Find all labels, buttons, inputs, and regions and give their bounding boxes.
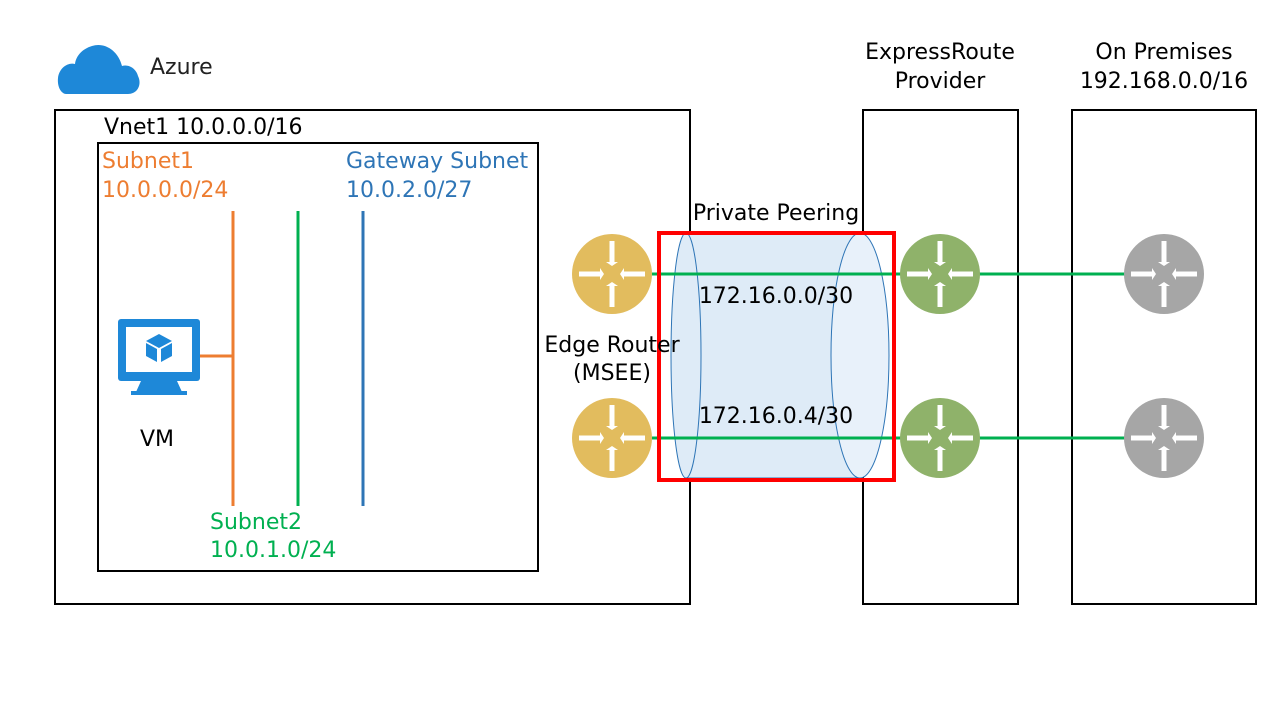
- subnet2-cidr: 10.0.1.0/24: [210, 538, 336, 563]
- vm-monitor-icon: [118, 319, 200, 395]
- peering-highlight-box: [657, 231, 896, 482]
- on-premises-label-line1: On Premises: [1095, 40, 1232, 65]
- provider-router-bottom-icon: [900, 398, 980, 478]
- vnet-label: Vnet1 10.0.0.0/16: [104, 115, 303, 140]
- edge-router-label-line2: (MSEE): [573, 361, 651, 386]
- private-peering-cylinder: [670, 232, 890, 479]
- edge-router-bottom-icon: [572, 398, 652, 478]
- gateway-subnet-name: Gateway Subnet: [346, 149, 529, 174]
- subnet2-name: Subnet2: [210, 510, 302, 535]
- edge-router-label-line1: Edge Router: [544, 333, 680, 358]
- edge-router-top-icon: [572, 234, 652, 314]
- gateway-subnet-cidr: 10.0.2.0/27: [346, 178, 472, 203]
- vm-label: VM: [140, 427, 174, 452]
- subnet1-name: Subnet1: [102, 149, 194, 174]
- on-premises-box: [1071, 109, 1257, 605]
- provider-label-line2: Provider: [895, 69, 987, 94]
- private-peering-label: Private Peering: [693, 201, 859, 226]
- on-premises-router-top-icon: [1124, 234, 1204, 314]
- peering-link1-subnet: 172.16.0.0/30: [699, 284, 853, 309]
- subnets-box: [97, 142, 539, 572]
- peering-link2-subnet: 172.16.0.4/30: [699, 404, 853, 429]
- provider-router-top-icon: [900, 234, 980, 314]
- on-premises-router-bottom-icon: [1124, 398, 1204, 478]
- cloud-label: Azure: [150, 55, 213, 80]
- on-premises-cidr: 192.168.0.0/16: [1080, 69, 1248, 94]
- provider-label-line1: ExpressRoute: [865, 40, 1015, 65]
- subnet1-cidr: 10.0.0.0/24: [102, 178, 228, 203]
- cloud-icon: [57, 44, 140, 94]
